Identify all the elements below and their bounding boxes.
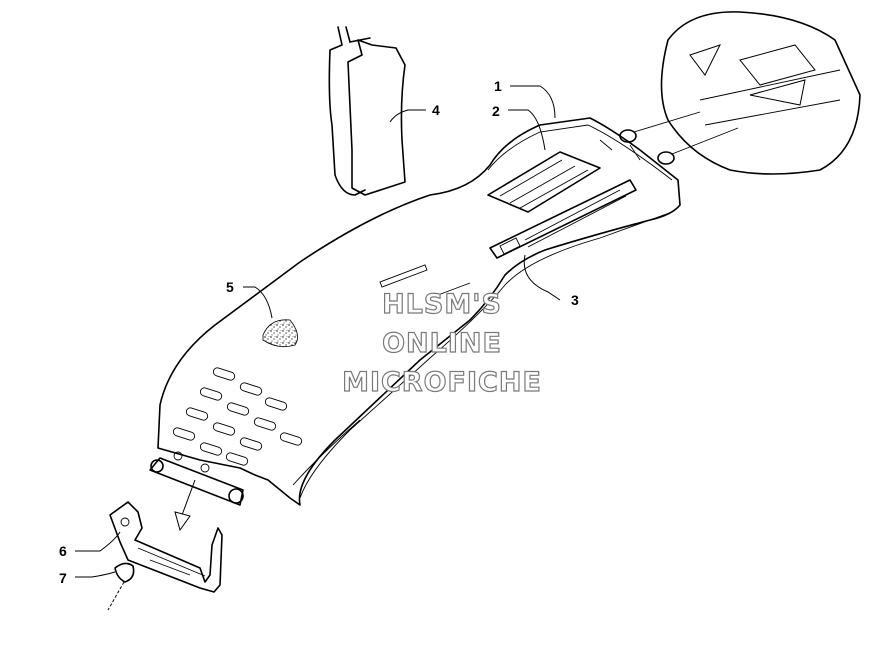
watermark-line-2: ONLINE — [382, 328, 502, 359]
foam-pad-5 — [262, 319, 298, 348]
latch-6 — [109, 501, 223, 593]
watermark-line-3: MICROFICHE — [342, 367, 542, 398]
surface-slots — [379, 264, 471, 299]
decal-2 — [487, 151, 601, 213]
vent-slots — [172, 367, 303, 466]
engine-assembly — [619, 11, 861, 175]
watermark: HLSM'S ONLINE MICROFICHE — [341, 288, 542, 398]
callout-6: 6 — [59, 543, 67, 559]
belly-pan — [157, 117, 681, 506]
assembly-arrow — [174, 479, 196, 532]
foam-bracket-4 — [328, 26, 406, 196]
callout-1: 1 — [494, 78, 502, 94]
hinge-bar — [149, 451, 244, 506]
callout-7: 7 — [59, 570, 67, 586]
callout-labels: 1 2 3 4 5 6 7 — [59, 78, 579, 586]
callout-4: 4 — [432, 102, 440, 118]
watermark-line-1: HLSM'S — [382, 289, 502, 320]
callout-2: 2 — [492, 103, 500, 119]
callout-5: 5 — [226, 279, 234, 295]
callout-3: 3 — [571, 292, 579, 308]
leader-lines — [75, 85, 561, 578]
fastener-7 — [107, 562, 135, 611]
decal-3 — [489, 179, 637, 259]
